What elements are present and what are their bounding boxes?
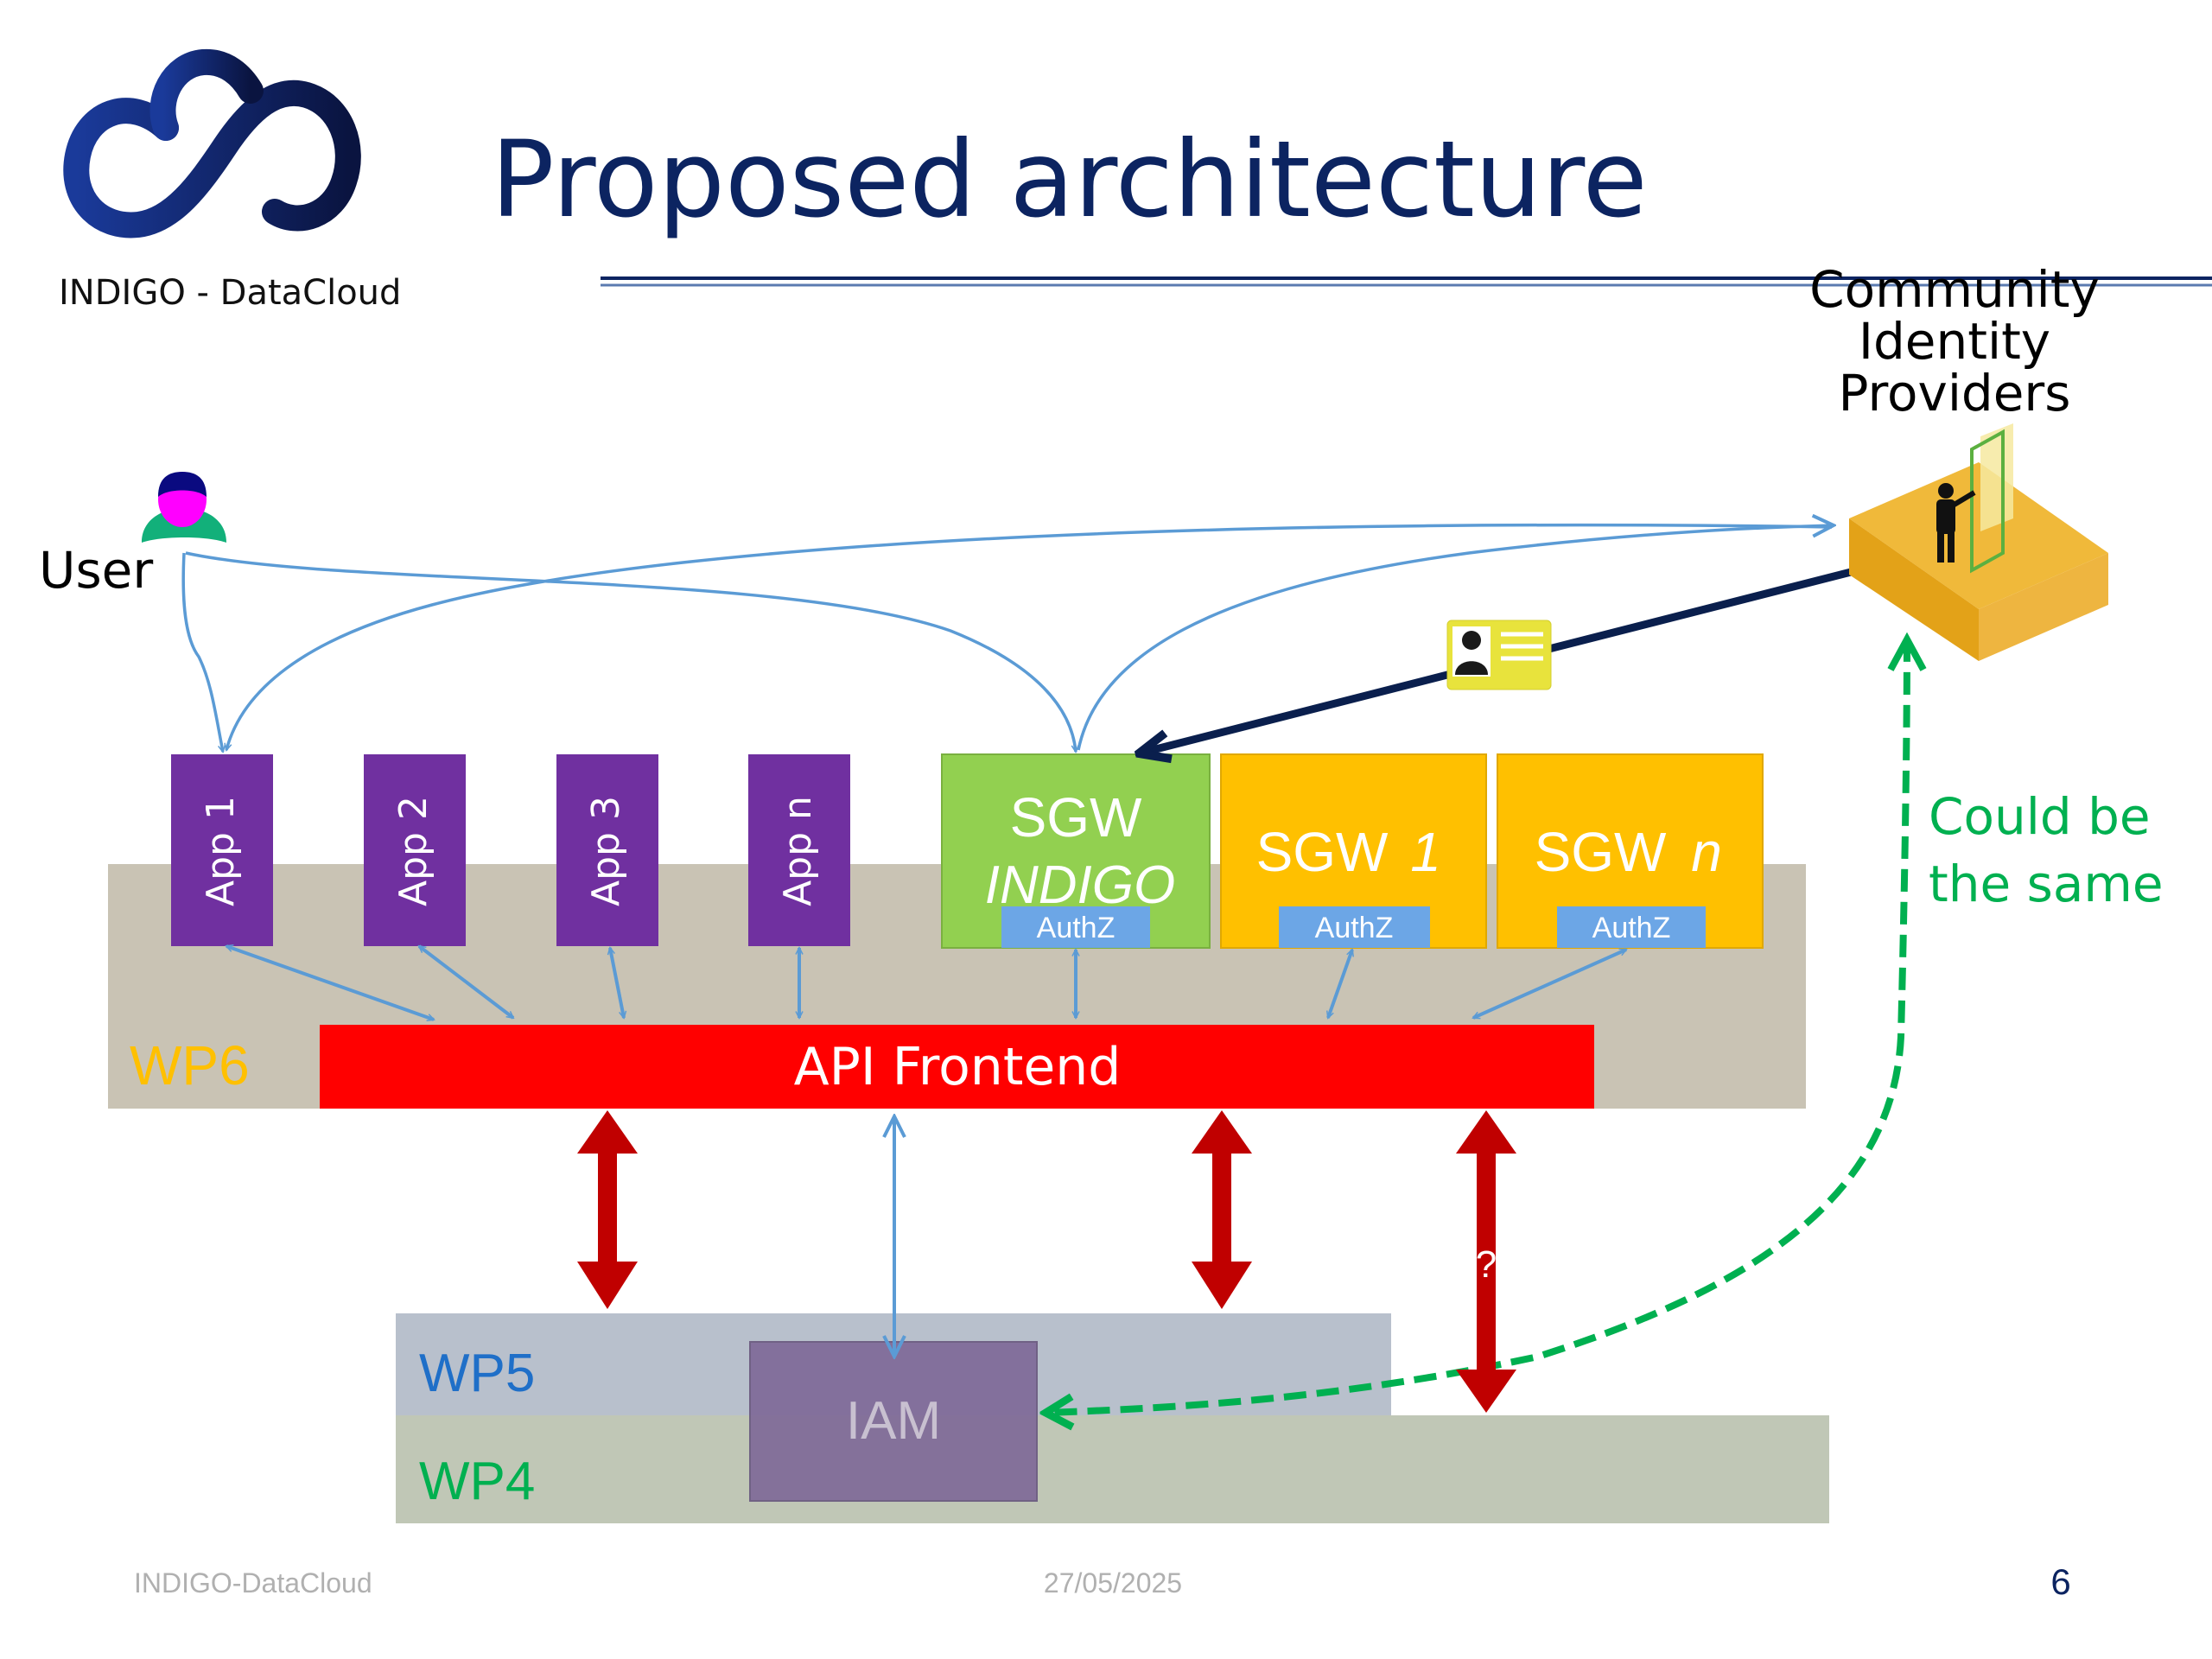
wp4-band: [396, 1415, 1829, 1523]
sgw-name: 1: [1410, 821, 1441, 883]
app-box: App 3: [556, 754, 658, 946]
idp-label-line: Identity: [1859, 312, 2050, 371]
sgw-n-box: SGW n AuthZ: [1497, 753, 1764, 949]
sgw-1-box: SGW 1 AuthZ: [1220, 753, 1487, 949]
footer-org: INDIGO-DataCloud: [134, 1567, 372, 1599]
api-frontend-bar: [320, 1025, 1594, 1109]
red-bidirectional-arrows: [577, 1110, 1516, 1413]
app-box: App n: [748, 754, 850, 946]
connector-sgwn-api: [1473, 948, 1626, 1020]
idp-label-line: Community: [1809, 260, 2100, 319]
logo-text: INDIGO - DataCloud: [59, 273, 401, 313]
app-box: App 1: [171, 754, 273, 946]
sgw-name: n: [1691, 821, 1722, 883]
idp-label: Community Identity Providers: [1809, 260, 2100, 423]
indigo-cloud-infinity-logo-icon: [63, 48, 361, 238]
authz-label: AuthZ: [1037, 912, 1116, 944]
app-label: App 1: [199, 796, 243, 906]
annotation-line: Could be: [1929, 787, 2151, 846]
authz-box: [1001, 906, 1150, 948]
red-arrow-3: [1456, 1110, 1516, 1413]
app-label: App 2: [391, 796, 435, 906]
red-arrow-2: [1192, 1110, 1252, 1309]
sgw-label: SGW: [1256, 821, 1389, 883]
iam-label: IAM: [846, 1391, 941, 1451]
green-arrowhead-up: [1887, 632, 1927, 671]
user-label: User: [39, 541, 153, 600]
footer-date: 27/05/2025: [1044, 1567, 1182, 1599]
app-label: App n: [776, 796, 820, 906]
wp5-label: WP5: [419, 1344, 535, 1403]
connector-app1-api: [226, 946, 434, 1020]
sgw-label: SGW: [1535, 821, 1667, 883]
idp-label-line: Providers: [1838, 364, 2070, 423]
id-card-icon: [1446, 620, 1552, 690]
title-underline: [601, 276, 2212, 287]
user-person-icon: [142, 472, 226, 543]
sgw-label: SGW: [1010, 786, 1142, 849]
authz-label: AuthZ: [1315, 912, 1394, 944]
authz-box: [1279, 906, 1430, 948]
connector-app3-api: [610, 948, 624, 1018]
connector-sgw1-api: [1328, 950, 1352, 1018]
question-mark-label: ?: [1476, 1243, 1497, 1286]
api-frontend-label: API Frontend: [794, 1037, 1122, 1097]
flow-user-sgw: [185, 551, 1076, 752]
page-title: Proposed architecture: [491, 118, 1648, 241]
person-silhouette: [1936, 483, 1976, 563]
red-arrow-1: [577, 1110, 638, 1309]
flow-user-app1: [181, 552, 223, 752]
iam-box: [749, 1341, 1038, 1502]
indigo-logo: INDIGO - DataCloud: [59, 48, 401, 313]
user-flows: [181, 523, 1834, 752]
authz-box: [1557, 906, 1706, 948]
identity-provider-platform-icon: [1849, 423, 2108, 661]
could-be-same-annotation: Could be the same: [1929, 787, 2164, 913]
flow-idp-app1: [226, 523, 1833, 750]
wp4-label: WP4: [419, 1452, 535, 1511]
flow-sgw-idp: [1077, 525, 1834, 751]
idp-iam-dashed-arrow: [1046, 639, 1910, 1413]
wp6-connectors: [226, 946, 1626, 1020]
app-box: App 2: [364, 754, 466, 946]
sgw-indigo-box: SGW INDIGO AuthZ: [941, 753, 1211, 949]
annotation-line: the same: [1929, 855, 2164, 913]
authz-label: AuthZ: [1592, 912, 1671, 944]
page-number: 6: [2050, 1561, 2070, 1602]
app-label: App 3: [584, 796, 628, 906]
wp6-label: WP6: [130, 1034, 250, 1096]
sgw-name: INDIGO: [985, 855, 1175, 915]
connector-app2-api: [419, 944, 513, 1020]
